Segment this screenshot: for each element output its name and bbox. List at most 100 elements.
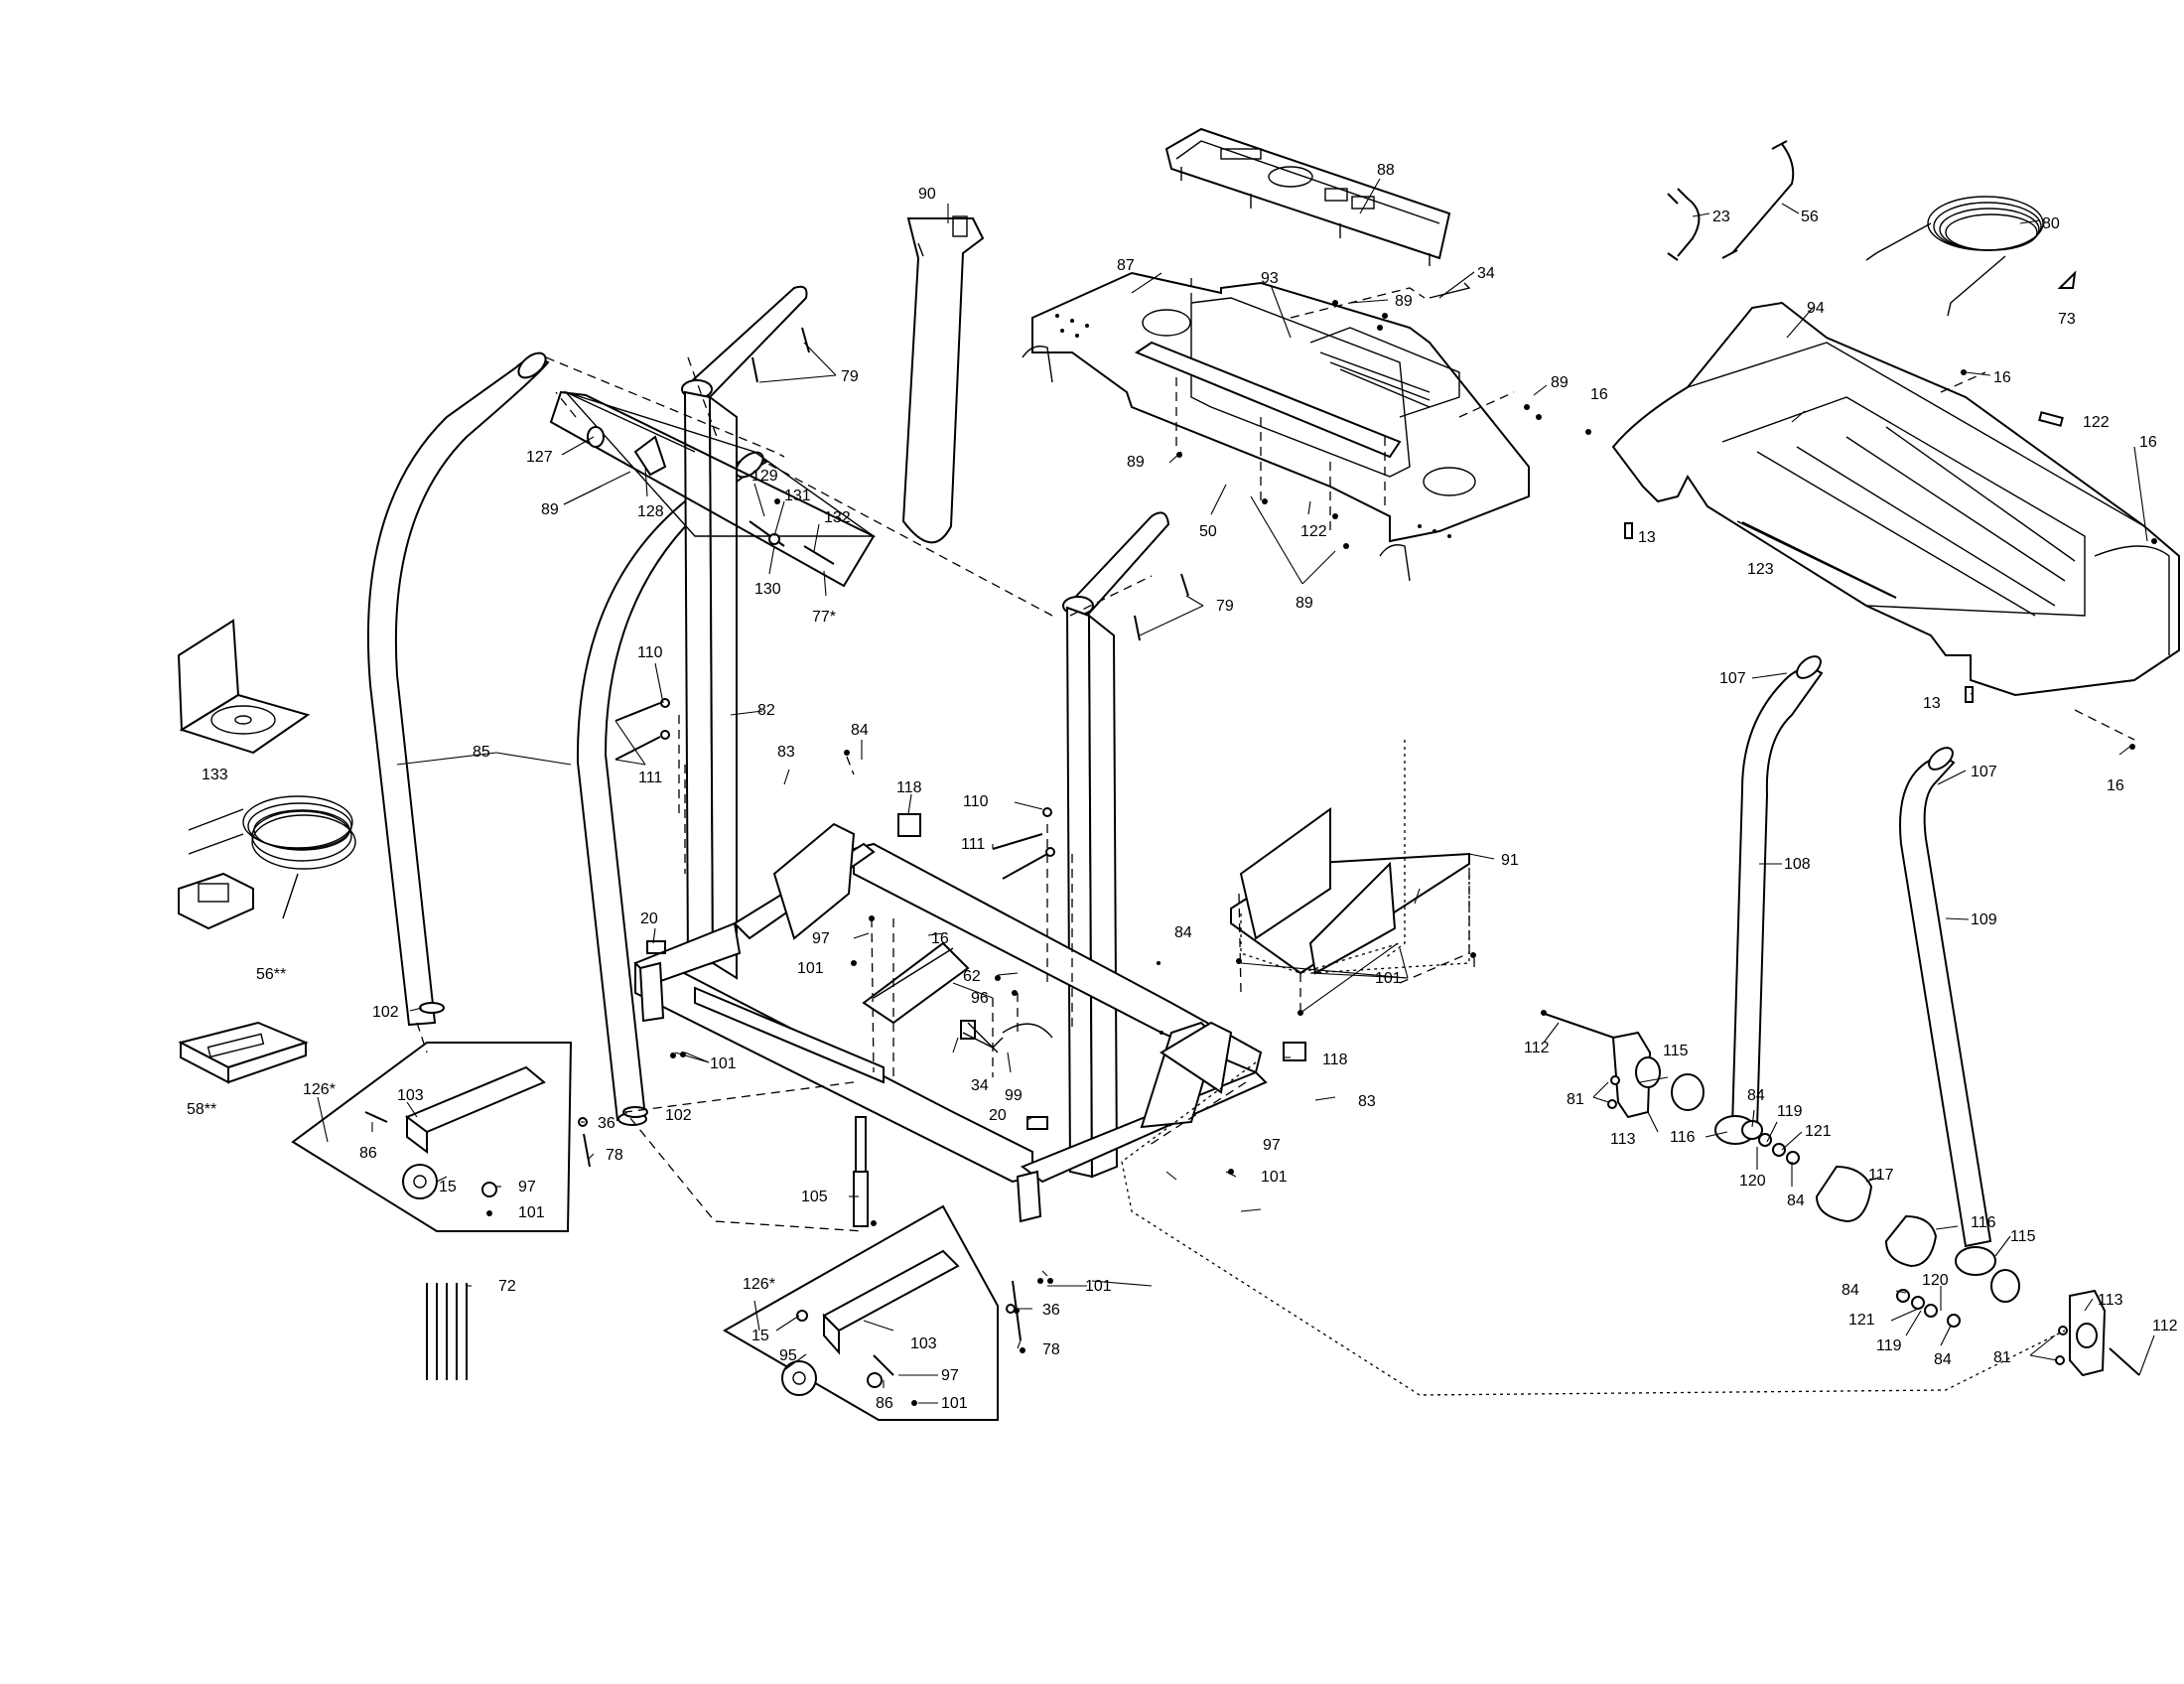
wire-clips — [1667, 140, 1795, 261]
label-36: 36 — [1042, 1302, 1060, 1319]
label-97: 97 — [1263, 1137, 1281, 1154]
label-79: 79 — [841, 368, 859, 385]
label-79: 79 — [1216, 598, 1234, 615]
label-101: 101 — [797, 960, 824, 977]
label-115: 115 — [1663, 1043, 1689, 1059]
label-111: 111 — [638, 770, 662, 786]
bolts-110-111-left — [614, 698, 670, 761]
label-113: 113 — [2098, 1292, 2123, 1309]
label-95: 95 — [779, 1347, 797, 1364]
label-84: 84 — [1842, 1282, 1859, 1299]
label-120: 120 — [1922, 1272, 1949, 1289]
label-62: 62 — [963, 968, 981, 985]
wire-34-bottom — [960, 1020, 1053, 1053]
cable-coil-80 — [1865, 196, 2044, 317]
label-78: 78 — [606, 1147, 623, 1164]
label-101: 101 — [710, 1055, 737, 1072]
strap-90 — [901, 215, 985, 544]
pivot-assembly-left — [1541, 1012, 1873, 1223]
manual-cd-133 — [177, 619, 311, 755]
label-50: 50 — [1199, 523, 1217, 540]
label-102: 102 — [665, 1107, 692, 1124]
label-81: 81 — [1993, 1349, 2011, 1366]
label-101: 101 — [518, 1204, 545, 1221]
label-119: 119 — [1876, 1337, 1902, 1354]
label-34: 34 — [971, 1077, 989, 1094]
label-94: 94 — [1807, 300, 1825, 317]
label-16: 16 — [2107, 777, 2124, 794]
label-108: 108 — [1784, 856, 1811, 873]
label-111: 111 — [961, 836, 985, 853]
label-83: 83 — [777, 744, 795, 761]
label-121: 121 — [1848, 1312, 1875, 1329]
label-118: 118 — [1322, 1052, 1348, 1068]
wheel-assembly-126-left — [291, 1042, 591, 1232]
plate-118-top — [897, 813, 921, 837]
label-86: 86 — [359, 1145, 377, 1162]
label-117: 117 — [1868, 1167, 1894, 1184]
label-13: 13 — [1638, 529, 1656, 546]
label-56: 56 — [1801, 209, 1819, 225]
plate-118-right — [1283, 1042, 1306, 1061]
upright-right — [1062, 511, 1170, 1179]
label-84: 84 — [1787, 1193, 1805, 1209]
plate-20-left — [646, 940, 666, 954]
leg-109 — [1899, 747, 1996, 1276]
label-88: 88 — [1377, 162, 1395, 179]
cylinder-105 — [853, 1116, 869, 1227]
label-13: 13 — [1923, 695, 1941, 712]
label-84: 84 — [851, 722, 869, 739]
label-16: 16 — [1993, 369, 2011, 386]
label-127: 127 — [526, 449, 553, 466]
label-86: 86 — [876, 1395, 893, 1412]
label-105: 105 — [801, 1189, 828, 1205]
label-110: 110 — [637, 644, 663, 661]
label-15: 15 — [439, 1179, 457, 1195]
label-93: 93 — [1261, 270, 1279, 287]
wire-34-top — [1429, 282, 1471, 299]
part-73 — [2057, 270, 2077, 289]
label-116: 116 — [1670, 1129, 1696, 1146]
label-101: 101 — [941, 1395, 968, 1412]
part-122 — [2038, 411, 2064, 427]
part-labels: 88 90 23 56 80 34 87 93 89 73 94 79 89 1… — [187, 162, 2178, 1412]
label-101: 101 — [1261, 1169, 1288, 1186]
bracket-128 — [633, 435, 667, 477]
label-102: 102 — [372, 1004, 399, 1021]
label-34: 34 — [1477, 265, 1495, 282]
label-101: 101 — [1375, 970, 1402, 987]
cable-coil-56 — [178, 795, 356, 930]
motor-hood-94 — [1611, 301, 2180, 697]
label-96: 96 — [971, 990, 989, 1007]
label-129: 129 — [751, 468, 778, 485]
leg-108 — [1714, 655, 1824, 1145]
label-131: 131 — [784, 488, 811, 504]
strip-123 — [1741, 521, 1897, 599]
label-56-star: 56** — [256, 966, 286, 983]
label-16: 16 — [2139, 434, 2157, 451]
pivot-assembly-right — [1884, 1214, 2140, 1377]
label-23: 23 — [1712, 209, 1730, 225]
label-85: 85 — [473, 744, 490, 761]
label-126: 126* — [303, 1081, 336, 1098]
label-128: 128 — [637, 503, 664, 520]
label-122: 122 — [2083, 414, 2110, 431]
label-16: 16 — [931, 930, 949, 947]
label-110: 110 — [963, 793, 989, 810]
label-133: 133 — [202, 767, 228, 783]
console-overlay-88 — [1164, 127, 1451, 266]
label-130: 130 — [754, 581, 781, 598]
label-15: 15 — [751, 1328, 769, 1344]
bolt-127 — [587, 426, 605, 448]
label-97: 97 — [941, 1367, 959, 1384]
label-97: 97 — [812, 930, 830, 947]
label-112: 112 — [2152, 1318, 2178, 1334]
bolts-110-111-right — [992, 807, 1055, 880]
console-base-87 — [1022, 271, 1530, 582]
label-16: 16 — [1590, 386, 1608, 403]
video-58 — [178, 1021, 309, 1084]
clip-13-bottom — [1965, 686, 1974, 703]
label-115: 115 — [2010, 1228, 2036, 1245]
label-132: 132 — [824, 509, 851, 526]
label-120: 120 — [1739, 1173, 1766, 1190]
